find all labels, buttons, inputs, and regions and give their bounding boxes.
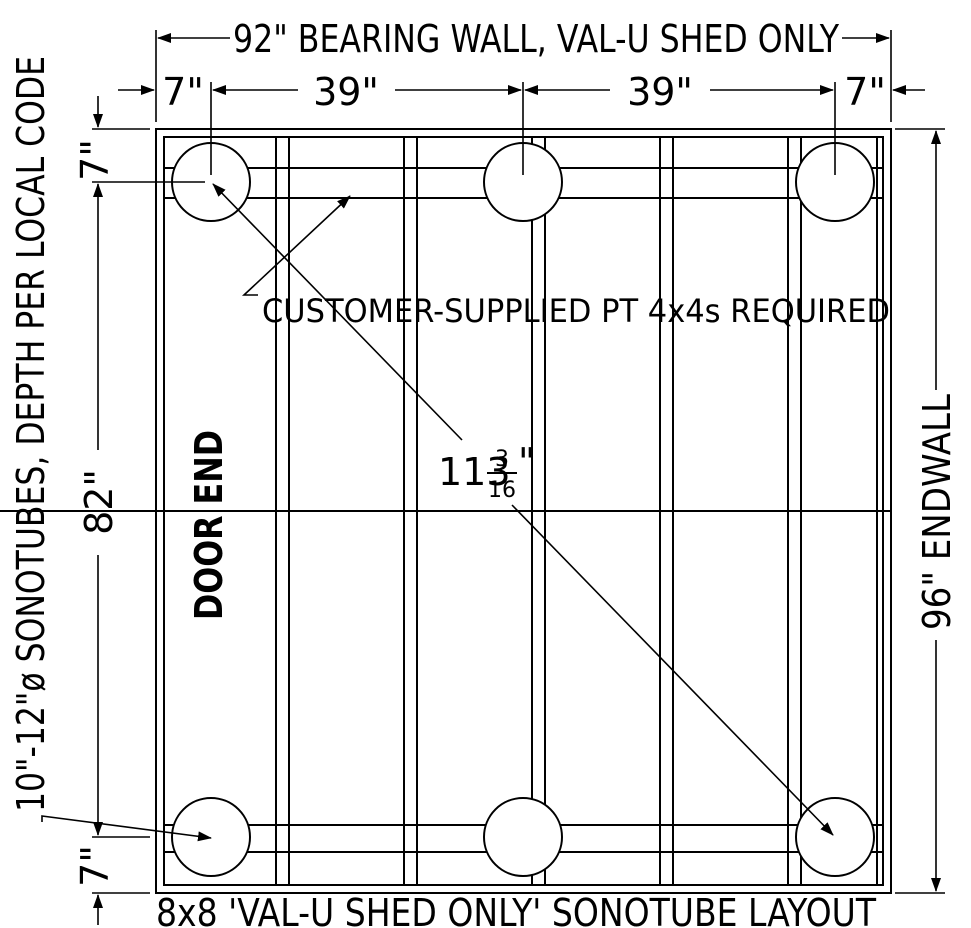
floor-joists xyxy=(275,136,884,886)
diagonal-dim-upper xyxy=(212,183,463,441)
dim-39-label-1: 39" xyxy=(313,70,379,114)
sonotube-bottom-middle xyxy=(483,797,563,877)
sonotube-bottom-left xyxy=(171,797,251,877)
dim-7-top-right-label: 7" xyxy=(844,70,886,114)
dim-82-label: 82" xyxy=(77,469,121,535)
sonotube-note: 10"-12"ø SONOTUBES, DEPTH PER LOCAL CODE xyxy=(9,56,53,812)
diagonal-denominator: 16 xyxy=(488,478,516,503)
diagonal-dim-lower xyxy=(511,504,834,836)
door-end-label: DOOR END xyxy=(187,430,231,620)
dim-92-label: 92" BEARING WALL, VAL-U SHED ONLY xyxy=(233,17,840,61)
drawing-title: 8x8 'VAL-U SHED ONLY' SONOTUBE LAYOUT xyxy=(156,891,877,928)
dim-39-label-2: 39" xyxy=(627,70,693,114)
diagonal-numerator: 3 xyxy=(495,447,509,472)
leader-4x4 xyxy=(241,195,351,296)
dim-7-top-left-label: 7" xyxy=(162,70,204,114)
dim-7-left-bottom-label: 7" xyxy=(73,845,117,887)
dim-96-endwall-label: 96" ENDWALL xyxy=(915,394,959,630)
note-4x4-required: CUSTOMER-SUPPLIED PT 4x4s REQUIRED xyxy=(262,292,890,330)
leader-sonotubes xyxy=(41,815,212,842)
dim-7-left-top-label: 7" xyxy=(73,139,117,181)
diagonal-unit: " xyxy=(518,440,535,484)
